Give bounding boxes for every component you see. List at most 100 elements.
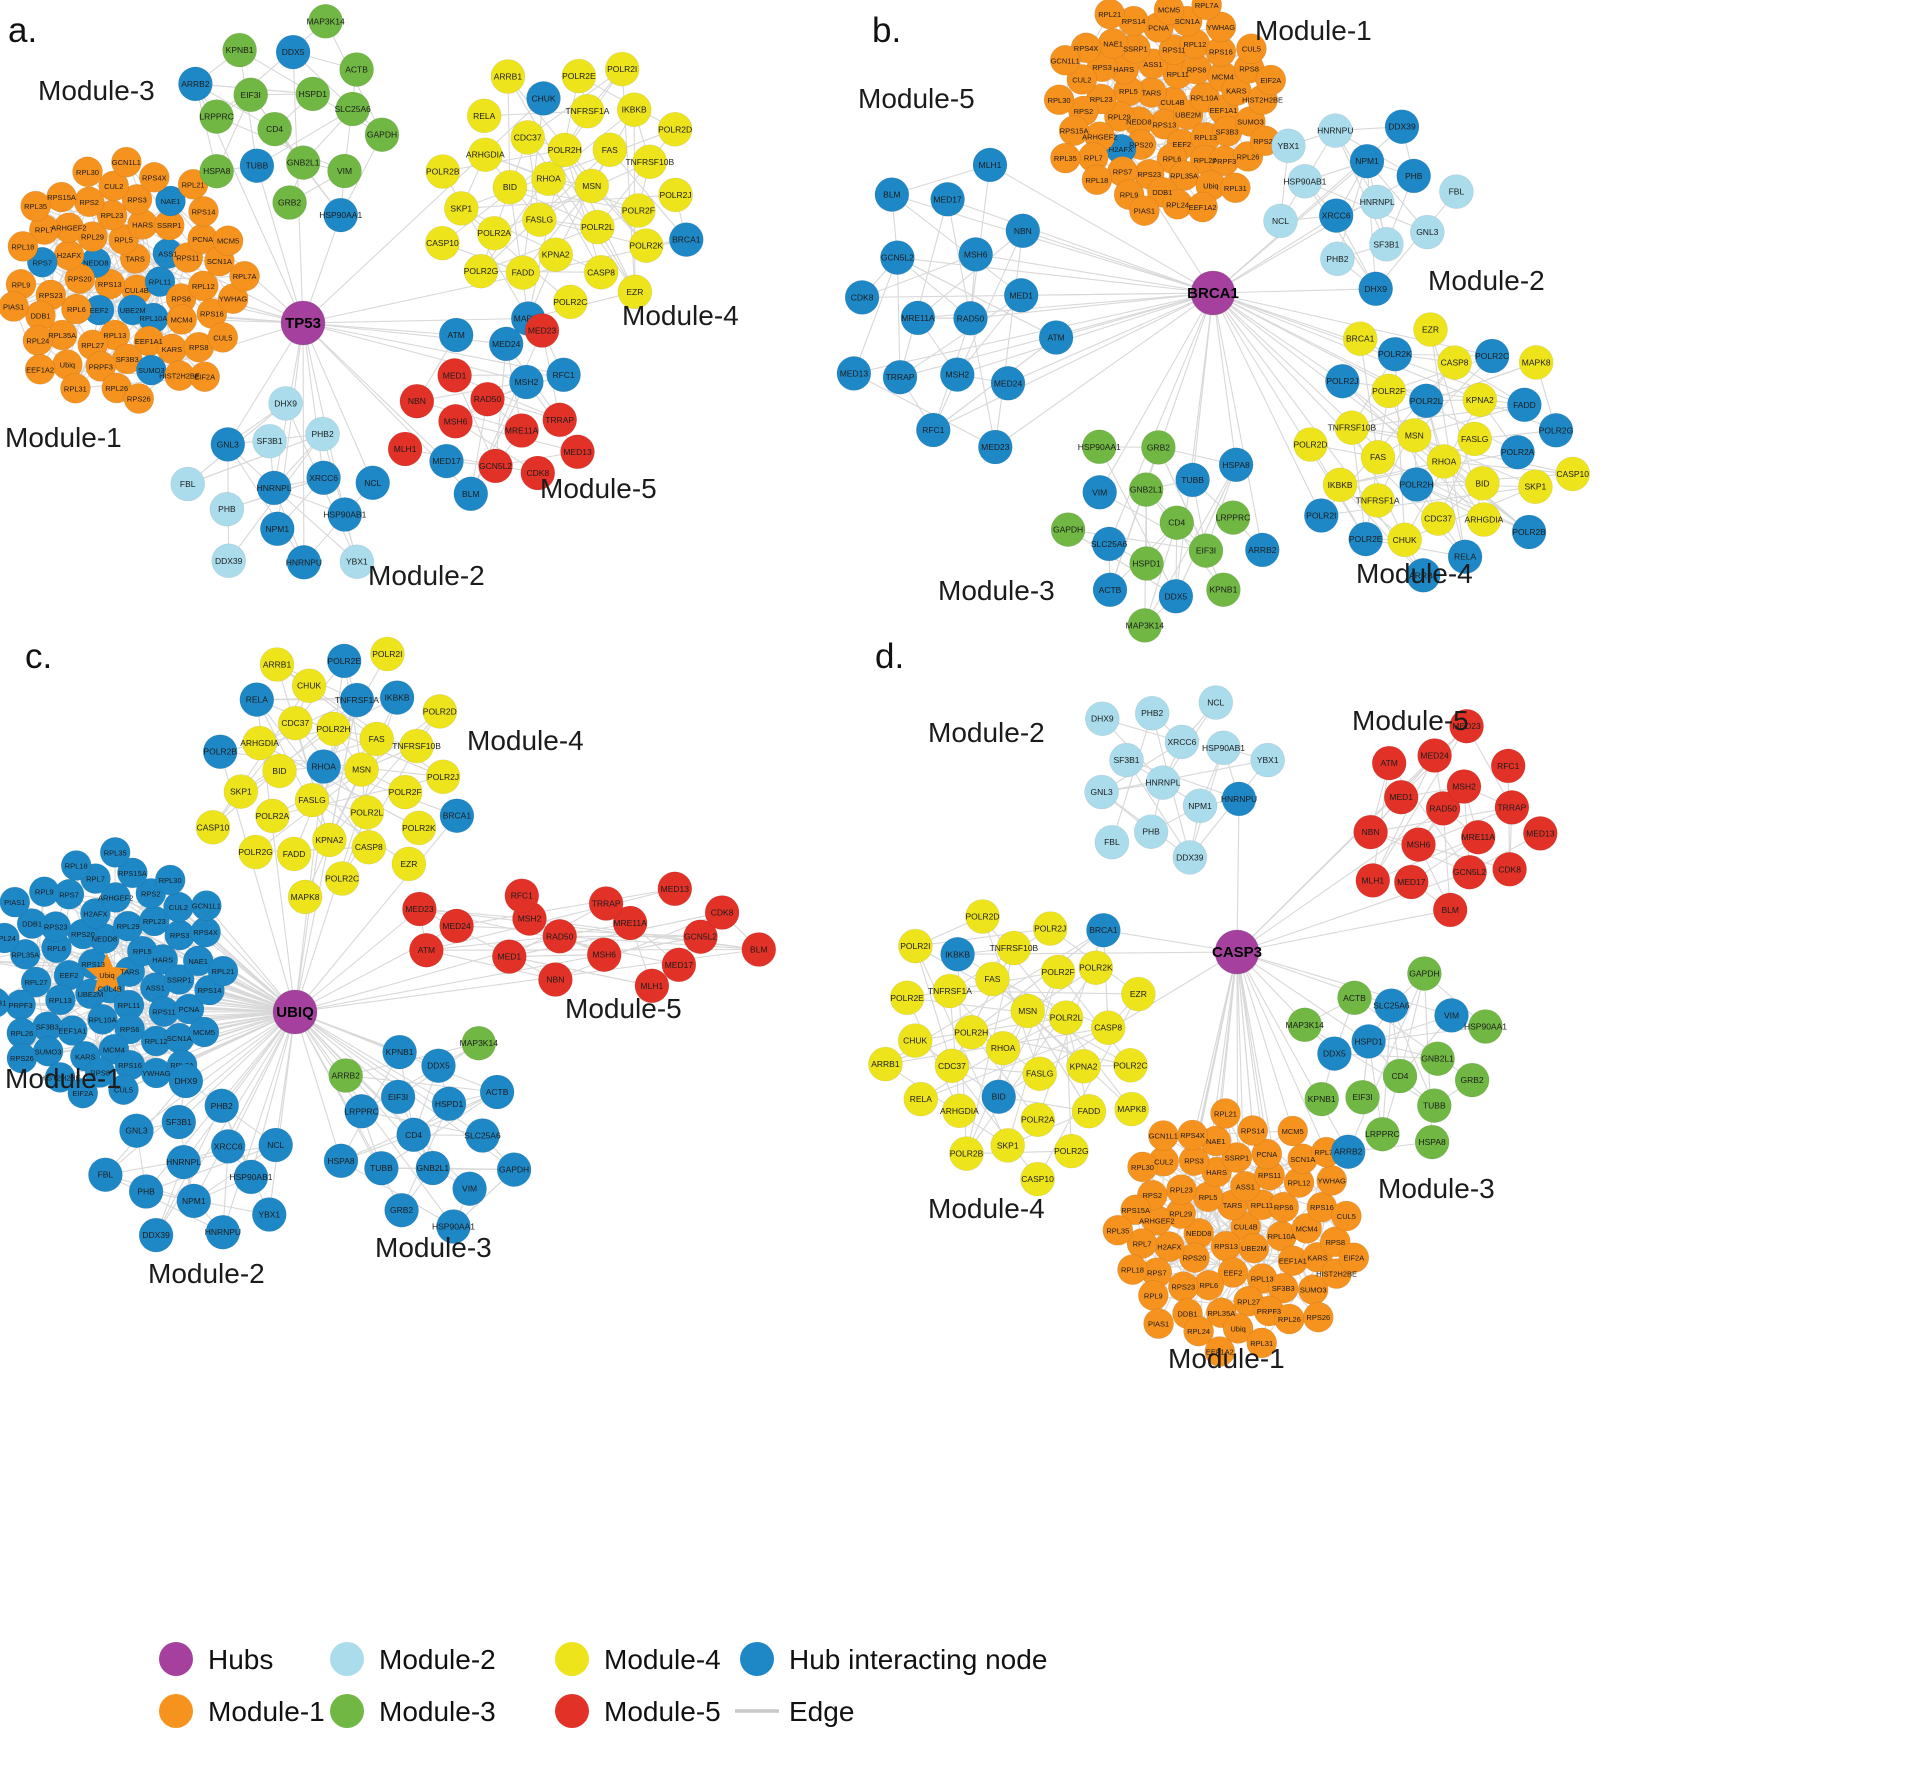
node-label: RPS7 — [1147, 1269, 1167, 1278]
hub-label: TP53 — [285, 315, 321, 332]
node-label: RPL30 — [1131, 1163, 1154, 1172]
node-label: POLR2H — [548, 145, 582, 155]
node-label: RPL6 — [47, 944, 66, 953]
node-label: RPL31 — [0, 999, 6, 1008]
node-label: MED13 — [563, 447, 592, 457]
node-label: POLR2E — [1349, 534, 1383, 544]
node-label: DHX9 — [1091, 714, 1114, 724]
node-label: GAPDH — [1053, 525, 1083, 535]
node-label: RPL13 — [49, 996, 72, 1005]
node-label: PCNA — [1148, 23, 1169, 32]
node-label: RHOA — [536, 174, 561, 184]
node-label: GAPDH — [499, 1165, 529, 1175]
node-label: MCM5 — [193, 1028, 215, 1037]
module-label-d-module-4: Module-4 — [928, 1193, 1045, 1224]
node-label: GNB2L1 — [287, 158, 320, 168]
node-label: EEF2 — [1172, 140, 1191, 149]
node-label: RPL9 — [1120, 191, 1139, 200]
edge — [346, 1076, 497, 1093]
node-label: DDX5 — [1165, 591, 1188, 601]
node-label: EZR — [1130, 989, 1147, 999]
legend-item-module-2: Module-2 — [330, 1642, 496, 1676]
node-label: BID — [503, 182, 517, 192]
node-label: UBE2M — [77, 990, 103, 999]
node-label: FASLG — [1026, 1069, 1053, 1079]
node-label: RPS13 — [81, 960, 105, 969]
node-label: BID — [272, 766, 286, 776]
node-label: EIF3I — [241, 90, 261, 100]
node-label: POLR2L — [1410, 396, 1443, 406]
node-label: XRCC6 — [309, 473, 338, 483]
node-label: RPS8 — [1239, 64, 1259, 73]
node-label: RPL35A — [1207, 1309, 1235, 1318]
edge — [897, 258, 1213, 293]
node-label: RPL10A — [1268, 1232, 1296, 1241]
node-label: ARRB2 — [181, 79, 210, 89]
panel-letter-c: c. — [25, 637, 52, 676]
node-label: PRPF3 — [9, 1001, 33, 1010]
node-label: VIM — [1092, 487, 1107, 497]
node-label: RPS3 — [170, 931, 190, 940]
node-label: FBL — [180, 479, 196, 489]
node-label: CASP8 — [587, 267, 615, 277]
node-label: UBE2M — [1175, 111, 1201, 120]
node-label: HSPA8 — [203, 166, 231, 176]
node-label: TNFRSF1A — [928, 986, 972, 996]
node-label: RPS13 — [1153, 120, 1177, 129]
node-label: MED17 — [1397, 877, 1426, 887]
node-label: IKBKB — [622, 105, 647, 115]
node-label: H2AFX — [1157, 1243, 1181, 1252]
node-label: RPS26 — [127, 395, 151, 404]
node-label: RPL18 — [11, 242, 34, 251]
node-label: PHB — [1405, 171, 1423, 181]
node-label: CUL4B — [1234, 1223, 1258, 1232]
legend: HubsModule-1Module-2Module-3Module-4Modu… — [159, 1642, 1047, 1728]
node-label: KPNA2 — [1466, 395, 1494, 405]
node-label: SKP1 — [997, 1140, 1019, 1150]
node-label: DDX5 — [427, 1061, 450, 1071]
node-label: POLR2D — [1293, 440, 1327, 450]
legend-item-module-1: Module-1 — [159, 1694, 325, 1728]
node-label: H2AFX — [83, 909, 107, 918]
node-label: NAE1 — [161, 197, 181, 206]
edge — [1008, 293, 1213, 383]
node-label: RPL11 — [118, 1001, 140, 1010]
node-label: ASS1 — [1236, 1182, 1255, 1191]
edge — [1023, 231, 1213, 293]
node-label: CUL5 — [1337, 1212, 1356, 1221]
node-label: MCM5 — [1282, 1127, 1304, 1136]
node-label: TUBB — [1181, 475, 1204, 485]
node-label: POLR2H — [954, 1027, 988, 1037]
node-label: XRCC6 — [214, 1141, 243, 1151]
node-label: RPS11 — [152, 1008, 175, 1017]
node-label: CDC37 — [938, 1061, 966, 1071]
node-label: RFC1 — [922, 425, 944, 435]
node-label: POLR2C — [1475, 351, 1509, 361]
node-label: RPL26 — [1237, 152, 1260, 161]
node-label: ARHGDIA — [466, 150, 505, 160]
node-label: RPL13 — [1251, 1275, 1274, 1284]
node-label: RPS11 — [1258, 1171, 1281, 1180]
node-label: TUBB — [370, 1163, 393, 1173]
node-label: EEF2 — [60, 971, 79, 980]
node-label: BRCA1 — [1346, 334, 1375, 344]
node-label: TNFRSF1A — [1356, 495, 1400, 505]
node-label: RPL5 — [114, 235, 133, 244]
hub-label: UBIQ — [276, 1004, 314, 1021]
node-label: YWHAG — [142, 1069, 171, 1078]
node-label: KPNA2 — [315, 835, 343, 845]
node-label: RPL9 — [1144, 1291, 1163, 1300]
node-label: MCM4 — [1296, 1224, 1318, 1233]
node-label: LRPPRC — [199, 112, 233, 122]
node-label: RPS15A — [47, 193, 76, 202]
node-label: NCL — [1272, 216, 1289, 226]
node-label: MAPK8 — [1117, 1104, 1146, 1114]
node-label: MED24 — [442, 921, 471, 931]
node-label: POLR2F — [622, 206, 655, 216]
node-label: FBL — [1104, 837, 1120, 847]
node-label: RPS13 — [98, 280, 122, 289]
node-label: YWHAG — [1207, 23, 1236, 32]
node-label: SSRP1 — [1123, 44, 1148, 53]
node-label: TNFRSF1A — [565, 106, 609, 116]
node-label: HNRNPU — [286, 557, 322, 567]
